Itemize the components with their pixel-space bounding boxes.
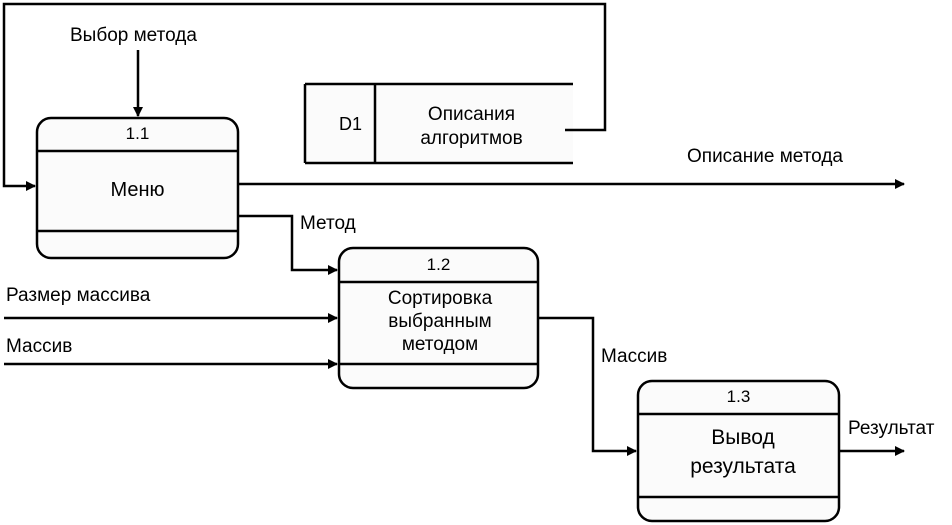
process-1-3-title: Вывод результата	[690, 426, 796, 478]
process-1-3	[636, 379, 841, 523]
flow-label-array-in: Массив	[6, 336, 73, 357]
flow-label-method-choice: Выбор метода	[70, 25, 197, 46]
process-1-1-number: 1.1	[125, 124, 150, 143]
process-1-2-title: Сортировка выбранным методом	[387, 288, 493, 355]
data-store-name: Описания алгоритмов	[420, 104, 523, 149]
flow-method	[238, 214, 338, 275]
data-store-id: D1	[339, 114, 363, 134]
flow-label-result: Результат	[848, 418, 935, 439]
process-1-2	[337, 246, 540, 390]
flow-array-out	[538, 316, 637, 456]
flow-store-to-menu	[2, 2, 607, 191]
process-1-1	[35, 116, 240, 260]
process-1-3-number: 1.3	[726, 387, 751, 406]
data-store-d1	[303, 82, 573, 165]
flow-label-array-out: Массив	[601, 346, 668, 367]
flow-label-method: Метод	[300, 213, 356, 234]
process-1-1-title: Меню	[110, 179, 165, 201]
flow-label-method-description: Описание метода	[687, 146, 843, 167]
process-1-2-number: 1.2	[426, 255, 451, 274]
flow-label-array-size: Размер массива	[6, 285, 151, 306]
